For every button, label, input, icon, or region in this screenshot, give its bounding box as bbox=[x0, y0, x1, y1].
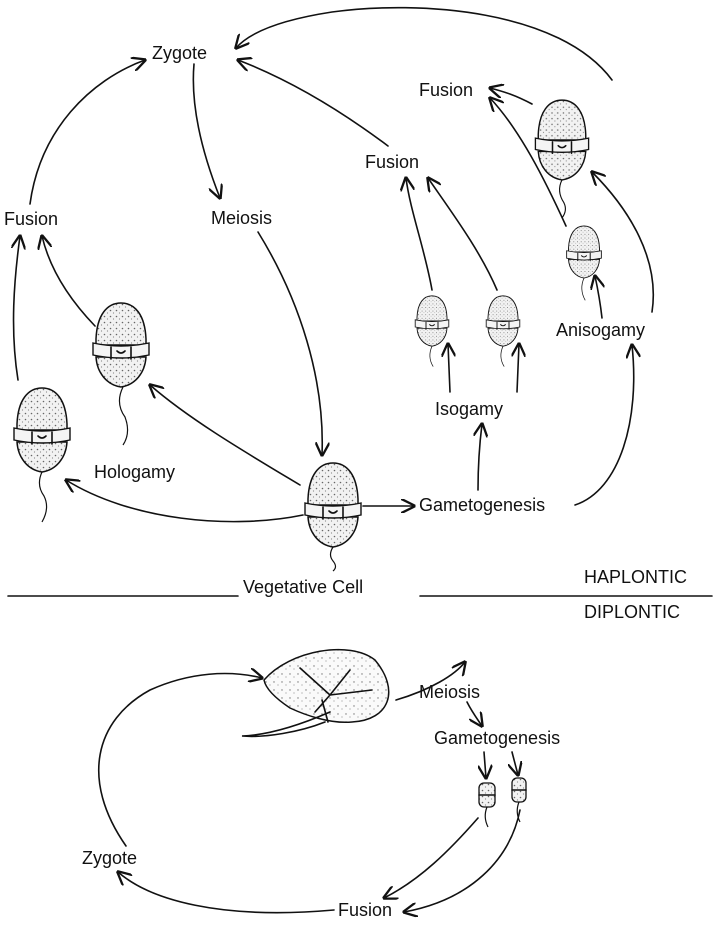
arrow-isogamy-to-isogamete-left bbox=[448, 344, 450, 392]
arrow-gamete-right-to-fusion bbox=[404, 810, 520, 912]
isogamy-label: Isogamy bbox=[435, 399, 503, 419]
haplontic-label: HAPLONTIC bbox=[584, 567, 687, 587]
arrow-fusion-left-to-zygote bbox=[30, 60, 145, 204]
zygote-top-label: Zygote bbox=[152, 43, 207, 63]
arrow-meiosis-to-gametogenesis bbox=[467, 702, 482, 726]
fusion-left-label: Fusion bbox=[4, 209, 58, 229]
arrow-gametogenesis-to-anisogamy bbox=[575, 345, 634, 505]
arrow-zygote-to-meiosis bbox=[193, 64, 220, 198]
isogamete-right bbox=[486, 296, 520, 367]
arrow-zygote-to-thallus bbox=[99, 674, 262, 846]
meiosis-top-label: Meiosis bbox=[211, 208, 272, 228]
arrow-meiosis-to-vegetative bbox=[258, 232, 322, 455]
hologamy-gamete-right bbox=[93, 303, 149, 445]
arrow-gamete-left-to-fusion bbox=[384, 818, 478, 898]
diplontic-label: DIPLONTIC bbox=[584, 602, 680, 622]
anisogamy-label: Anisogamy bbox=[556, 320, 645, 340]
diploid-thallus bbox=[242, 650, 389, 737]
fusion-middle-label: Fusion bbox=[365, 152, 419, 172]
arrow-vegetative-to-left-cell bbox=[66, 480, 303, 522]
arrow-isogamete-left-to-fusion bbox=[406, 178, 432, 290]
isogamete-left bbox=[415, 296, 449, 367]
arrow-anisogamy-to-microgamete bbox=[595, 276, 602, 318]
fusion-right-label: Fusion bbox=[419, 80, 473, 100]
arrow-fusion-to-zygote-bottom bbox=[118, 872, 334, 913]
fusion-bottom-label: Fusion bbox=[338, 900, 392, 920]
gametogenesis-bottom-label: Gametogenesis bbox=[434, 728, 560, 748]
hologamy-label: Hologamy bbox=[94, 462, 175, 482]
arrow-macrogamete-to-fusion bbox=[490, 88, 532, 104]
meiosis-bottom-label: Meiosis bbox=[419, 682, 480, 702]
anisogamy-microgamete bbox=[567, 226, 602, 300]
vegetative-cell-label: Vegetative Cell bbox=[243, 577, 363, 597]
hologamy-gamete-left bbox=[14, 388, 70, 522]
zygote-bottom-label: Zygote bbox=[82, 848, 137, 868]
arrow-gametogenesis-to-isogamy bbox=[478, 424, 482, 490]
arrow-gametogenesis-to-gamete-right bbox=[512, 752, 518, 775]
arrow-isogamete-right-to-fusion bbox=[428, 178, 497, 290]
arrow-isogamy-to-isogamete-right bbox=[517, 344, 519, 392]
arrow-anisogamy-to-macrogamete bbox=[592, 172, 653, 312]
vegetative-cell bbox=[305, 463, 361, 571]
arrow-hologamy-cell-to-fusion bbox=[42, 236, 95, 326]
arrow-fusion-right-to-zygote bbox=[236, 8, 612, 80]
arrow-gametogenesis-to-gamete-left bbox=[484, 752, 486, 778]
gametogenesis-top-label: Gametogenesis bbox=[419, 495, 545, 515]
anisogamy-macrogamete bbox=[535, 100, 588, 218]
arrow-fusion-middle-to-zygote bbox=[238, 60, 388, 146]
diploid-gamete-left bbox=[479, 783, 495, 827]
arrow-left-cell-to-fusion bbox=[14, 236, 20, 380]
